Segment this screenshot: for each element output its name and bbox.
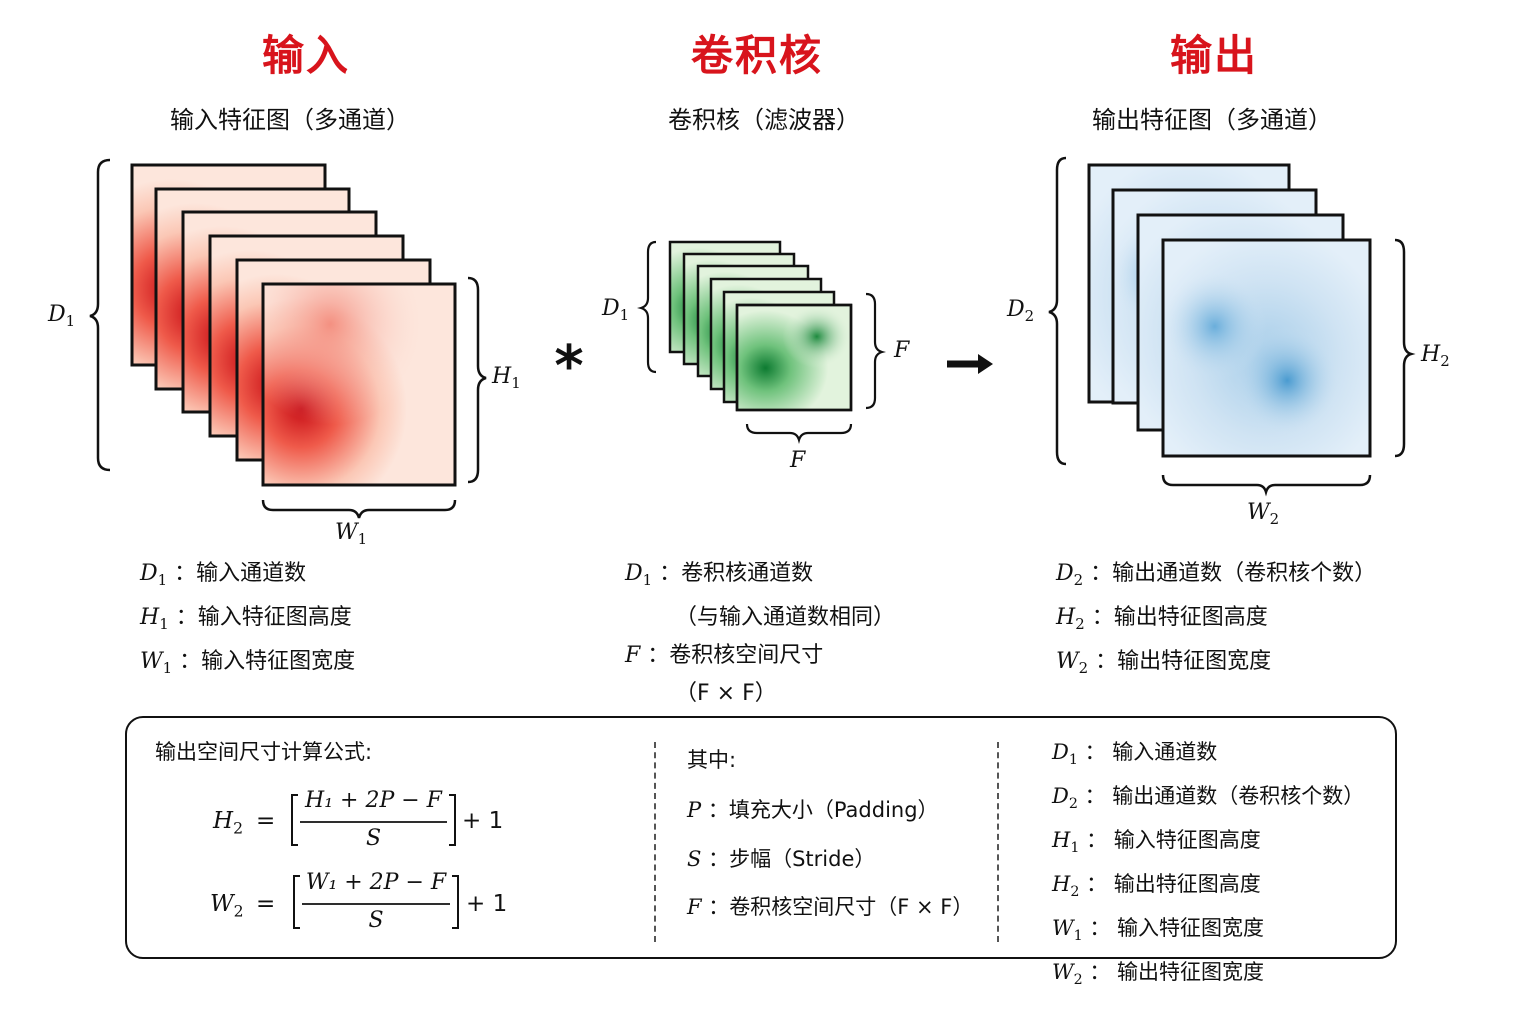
floor-bracket-left-1 bbox=[291, 794, 298, 846]
formula2-denominator: S bbox=[368, 908, 384, 933]
output-height-brace bbox=[1394, 238, 1416, 458]
kernel-def-continuation: （F × F） bbox=[675, 681, 777, 707]
formula1-numerator: H₁ + 2P − F bbox=[305, 788, 442, 813]
glossary-item: D1 ： 输入通道数 bbox=[1052, 740, 1218, 768]
param-filter-size: F ：卷积核空间尺寸（F × F） bbox=[687, 895, 974, 919]
kernel-width-label: F bbox=[790, 448, 806, 473]
kernel-title: 卷积核 bbox=[691, 31, 824, 80]
kernel-subtitle: 卷积核（滤波器） bbox=[668, 106, 860, 134]
kernel-width-brace bbox=[745, 423, 853, 444]
formula1-equals: = bbox=[256, 808, 276, 834]
output-depth-label: D2 bbox=[1007, 297, 1035, 326]
output-depth-brace bbox=[1048, 156, 1067, 466]
kernel-depth-brace bbox=[637, 240, 657, 374]
formula1-lhs: H2 bbox=[213, 808, 244, 838]
kernel-height-label: F bbox=[894, 338, 910, 363]
input-width-brace bbox=[261, 499, 457, 519]
output-def-row: H2 ：输出特征图高度 bbox=[1056, 605, 1268, 634]
glossary-item: W2 ： 输出特征图宽度 bbox=[1052, 959, 1265, 988]
input-channel-front bbox=[261, 282, 457, 487]
output-feature-map-stack bbox=[1087, 163, 1372, 458]
output-def-row: W2 ：输出特征图宽度 bbox=[1056, 649, 1272, 678]
input-height-brace bbox=[467, 276, 487, 484]
panel-divider bbox=[654, 742, 656, 942]
panel-divider bbox=[997, 742, 999, 942]
formula2-plus-one: + 1 bbox=[466, 891, 508, 917]
output-definitions: D2 ：输出通道数（卷积核个数） H2 ：输出特征图高度 W2 ：输出特征图宽度 bbox=[1056, 555, 1376, 688]
input-feature-map-stack bbox=[130, 163, 457, 487]
formula-heading: 输出空间尺寸计算公式: bbox=[155, 740, 373, 764]
formula2-lhs: W2 bbox=[210, 891, 244, 921]
floor-bracket-right-1 bbox=[449, 794, 456, 846]
kernel-height-brace bbox=[865, 292, 886, 410]
output-subtitle: 输出特征图（多通道） bbox=[1092, 106, 1332, 134]
convolution-operator: * bbox=[554, 334, 583, 399]
output-width-label: W2 bbox=[1247, 500, 1280, 529]
floor-bracket-left-2 bbox=[293, 875, 300, 929]
param-padding: P ：填充大小（Padding） bbox=[687, 798, 939, 822]
arrow-icon bbox=[947, 354, 993, 374]
floor-bracket-right-2 bbox=[452, 875, 459, 929]
input-subtitle: 输入特征图（多通道） bbox=[170, 106, 410, 134]
output-height-label: H2 bbox=[1421, 342, 1450, 371]
output-def-row: D2 ：输出通道数（卷积核个数） bbox=[1056, 561, 1377, 590]
formula1-plus-one: + 1 bbox=[462, 808, 504, 834]
kernel-depth-label: D1 bbox=[602, 296, 630, 325]
kernel-stack bbox=[668, 240, 853, 412]
kernel-def-row: D1 ：卷积核通道数 bbox=[625, 561, 814, 590]
input-depth-label: D1 bbox=[48, 302, 76, 331]
kernel-def-continuation: （与输入通道数相同） bbox=[675, 605, 896, 631]
glossary-item: H1 ： 输入特征图高度 bbox=[1052, 827, 1261, 856]
glossary-item: W1 ： 输入特征图宽度 bbox=[1052, 915, 1265, 944]
input-depth-brace bbox=[89, 158, 111, 472]
formula1-denominator: S bbox=[365, 826, 382, 851]
glossary-item: H2 ： 输出特征图高度 bbox=[1052, 871, 1261, 900]
input-def-row: D1 ：输入通道数 bbox=[140, 561, 307, 590]
kernel-def-row: F ：卷积核空间尺寸 bbox=[625, 643, 824, 669]
formula2-equals: = bbox=[256, 891, 276, 917]
input-height-label: H1 bbox=[492, 364, 521, 393]
output-channel-front bbox=[1161, 238, 1372, 458]
output-title: 输出 bbox=[1170, 31, 1259, 80]
input-width-label: W1 bbox=[335, 520, 368, 549]
where-heading: 其中: bbox=[687, 748, 737, 772]
input-definitions: D1 ：输入通道数 H1 ：输入特征图高度 W1 ：输入特征图宽度 bbox=[140, 555, 355, 688]
input-def-row: H1 ：输入特征图高度 bbox=[140, 605, 352, 634]
input-def-row: W1 ：输入特征图宽度 bbox=[140, 649, 356, 678]
kernel-channel-front bbox=[735, 303, 853, 412]
input-title: 输入 bbox=[262, 31, 351, 80]
param-stride: S ：步幅（Stride） bbox=[687, 847, 876, 871]
output-width-brace bbox=[1161, 474, 1372, 497]
formula-panel bbox=[125, 716, 1397, 959]
glossary-item: D2 ： 输出通道数（卷积核个数） bbox=[1052, 783, 1365, 812]
kernel-definitions: D1 ：卷积核通道数 （与输入通道数相同） F ：卷积核空间尺寸 （F × F） bbox=[625, 555, 895, 713]
glossary-list: D1 ： 输入通道数 D2 ： 输出通道数（卷积核个数） H1 ： 输入特征图高… bbox=[1052, 734, 1364, 998]
formula2-numerator: W₁ + 2P − F bbox=[305, 870, 447, 895]
